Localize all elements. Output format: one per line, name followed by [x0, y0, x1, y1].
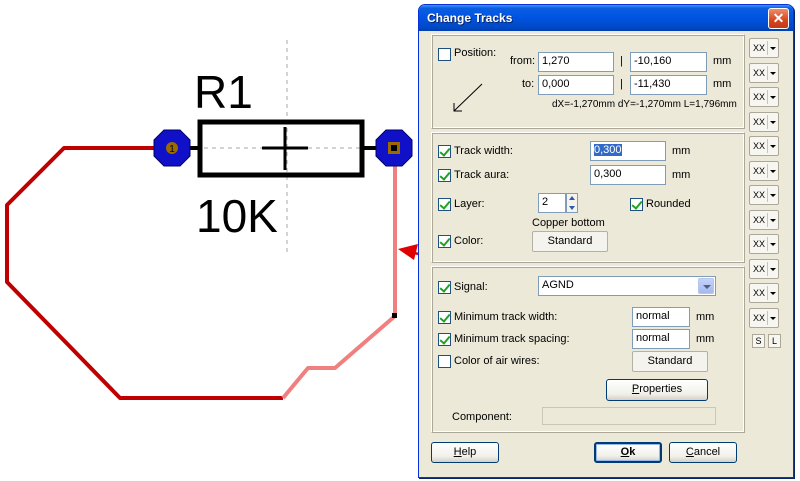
min-width-unit: mm: [696, 311, 715, 323]
component-label: Component:: [452, 411, 512, 423]
toolbar-button-12[interactable]: XX: [749, 307, 779, 328]
track-selected[interactable]: [281, 150, 397, 400]
toolbar-button-7[interactable]: XX: [749, 185, 779, 205]
track-aura-label: Track aura:: [454, 169, 510, 181]
layer-spinner[interactable]: [566, 193, 578, 213]
signal-dropdown-button[interactable]: [698, 278, 714, 294]
layer-label: Layer:: [454, 198, 485, 210]
change-tracks-dialog: Change Tracks ✕ Position: from: 1,270 | …: [418, 4, 794, 478]
position-group: Position: from: 1,270 | -10,160 mm to: 0…: [431, 34, 745, 129]
title-bar[interactable]: Change Tracks ✕: [419, 5, 793, 31]
dialog-title: Change Tracks: [427, 11, 513, 25]
track-width-checkbox[interactable]: [438, 145, 451, 158]
toolbar-button-5[interactable]: XX: [749, 136, 779, 156]
position-label: Position:: [454, 47, 497, 59]
track-width-unit: mm: [672, 145, 691, 157]
from-separator: |: [620, 55, 623, 67]
pad-1-drill: [166, 142, 178, 154]
track-width-field[interactable]: 0,300: [590, 141, 666, 161]
toolbar-button-11[interactable]: XX: [749, 283, 779, 303]
from-label: from:: [510, 55, 536, 67]
spin-up-icon[interactable]: [569, 196, 575, 200]
cancel-button[interactable]: Cancel: [669, 442, 737, 463]
resistor-body[interactable]: [197, 119, 365, 178]
layer-name: Copper bottom: [532, 217, 605, 229]
toolbar-button-3[interactable]: XX: [749, 87, 779, 107]
toolbar-button-10[interactable]: XX: [749, 258, 779, 279]
color-checkbox[interactable]: [438, 235, 451, 248]
to-y-field[interactable]: -11,430: [630, 75, 707, 95]
track-dark-red[interactable]: [5, 146, 283, 400]
track-aura-checkbox[interactable]: [438, 169, 451, 182]
track-aura-unit: mm: [672, 169, 691, 181]
track-end-marker: [392, 313, 397, 318]
chevron-down-icon: [703, 285, 711, 289]
track-width-label: Track width:: [454, 145, 513, 157]
min-spacing-label: Minimum track spacing:: [454, 333, 570, 345]
min-width-label: Minimum track width:: [454, 311, 558, 323]
spin-down-icon[interactable]: [569, 206, 575, 210]
signal-group: Signal: AGND Minimum track width: normal…: [431, 266, 745, 433]
min-spacing-field[interactable]: normal: [632, 329, 690, 349]
from-y-field[interactable]: -10,160: [630, 52, 707, 72]
signal-select[interactable]: AGND: [538, 276, 716, 296]
to-label: to:: [522, 78, 535, 90]
close-icon: ✕: [772, 10, 785, 26]
airwire-color-button[interactable]: Standard: [632, 351, 708, 372]
signal-label: Signal:: [454, 281, 488, 293]
toolbar-button-8[interactable]: XX: [749, 209, 779, 230]
min-width-field[interactable]: normal: [632, 307, 690, 327]
from-x-field[interactable]: 1,270: [538, 52, 614, 72]
signal-checkbox[interactable]: [438, 281, 451, 294]
toolbar-button-6[interactable]: XX: [749, 160, 779, 181]
s-button[interactable]: S: [752, 334, 765, 348]
layer-checkbox[interactable]: [438, 198, 451, 211]
toolbar-button-1[interactable]: XX: [749, 38, 779, 58]
rounded-checkbox[interactable]: [630, 198, 643, 211]
pad-2-center: [391, 145, 397, 151]
delta-readout: dX=-1,270mm dY=-1,270mm L=1,796mm: [552, 99, 737, 110]
component-name: R1: [194, 66, 253, 118]
close-button[interactable]: ✕: [768, 8, 789, 29]
track-color-button[interactable]: Standard: [532, 231, 608, 252]
min-spacing-checkbox[interactable]: [438, 333, 451, 346]
l-button[interactable]: L: [768, 334, 781, 348]
airwire-color-label: Color of air wires:: [454, 355, 540, 367]
help-button[interactable]: Help: [431, 442, 499, 463]
rounded-label: Rounded: [646, 198, 691, 210]
ok-button[interactable]: Ok: [594, 442, 662, 463]
min-width-checkbox[interactable]: [438, 311, 451, 324]
toolbar-button-4[interactable]: XX: [749, 111, 779, 132]
airwire-color-checkbox[interactable]: [438, 355, 451, 368]
pad-1-number: 1: [169, 144, 175, 155]
toolbar-button-9[interactable]: XX: [749, 234, 779, 254]
color-label: Color:: [454, 235, 484, 247]
layer-field[interactable]: 2: [538, 193, 566, 213]
track-aura-field[interactable]: 0,300: [590, 165, 666, 185]
from-unit: mm: [713, 55, 732, 67]
properties-button[interactable]: Properties: [606, 379, 708, 401]
to-x-field[interactable]: 0,000: [538, 75, 614, 95]
direction-arrow-icon: [453, 83, 483, 112]
min-spacing-unit: mm: [696, 333, 715, 345]
toolbar-button-2[interactable]: XX: [749, 62, 779, 83]
position-checkbox[interactable]: [438, 48, 451, 61]
annotation-arrow-head: [398, 244, 418, 260]
component-field: [542, 407, 716, 425]
component-value: 10K: [196, 190, 278, 242]
track-group: Track width: 0,300 mm Track aura: 0,300 …: [431, 132, 745, 263]
to-unit: mm: [713, 78, 732, 90]
to-separator: |: [620, 78, 623, 90]
